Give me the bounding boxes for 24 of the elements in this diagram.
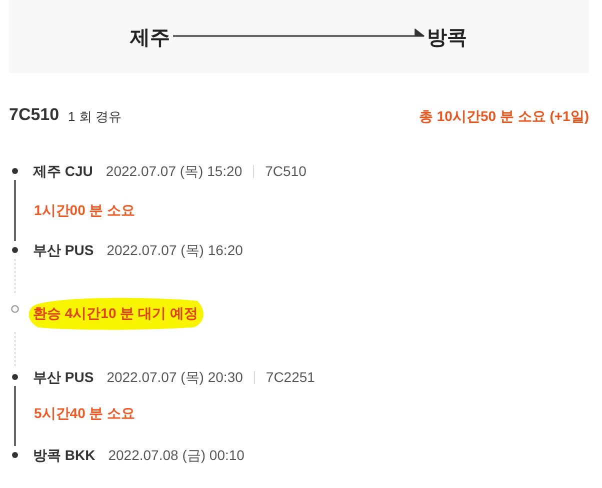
city-name: 제주	[130, 26, 170, 50]
date-time: 2022.07.07 (목) 15:20	[106, 162, 242, 180]
airport-name: 부산 PUS	[33, 241, 94, 259]
airport-name: 부산 PUS	[33, 368, 94, 386]
timeline-line	[14, 386, 16, 446]
duration-label: 1시간00 분 소요	[33, 201, 136, 219]
airport-name: 방콕 BKK	[33, 446, 96, 464]
duration-label: 5시간40 분 소요	[33, 404, 136, 422]
arrow	[173, 28, 424, 37]
city-name: 방콕	[427, 26, 467, 50]
date-time: 2022.07.07 (목) 20:30	[106, 368, 243, 386]
header-panel	[9, 0, 589, 73]
date-time: 2022.07.08 (금) 00:10	[108, 446, 244, 464]
timeline-line	[14, 180, 16, 241]
total-duration: 총 10시간50 분 소요 (+1일)	[419, 107, 589, 125]
flight-number: 7C510	[9, 106, 60, 124]
flight-number: 7C510	[265, 162, 306, 180]
transfer-note: 환승 4시간10 분 대기 예정	[33, 304, 198, 322]
flight-number: 7C2251	[266, 368, 315, 386]
timeline-line	[14, 332, 16, 368]
airport-name: 제주 CJU	[33, 162, 93, 180]
stopover-count: 1 회 경유	[68, 108, 122, 126]
date-time: 2022.07.07 (목) 16:20	[106, 241, 243, 259]
timeline-line	[14, 258, 16, 294]
